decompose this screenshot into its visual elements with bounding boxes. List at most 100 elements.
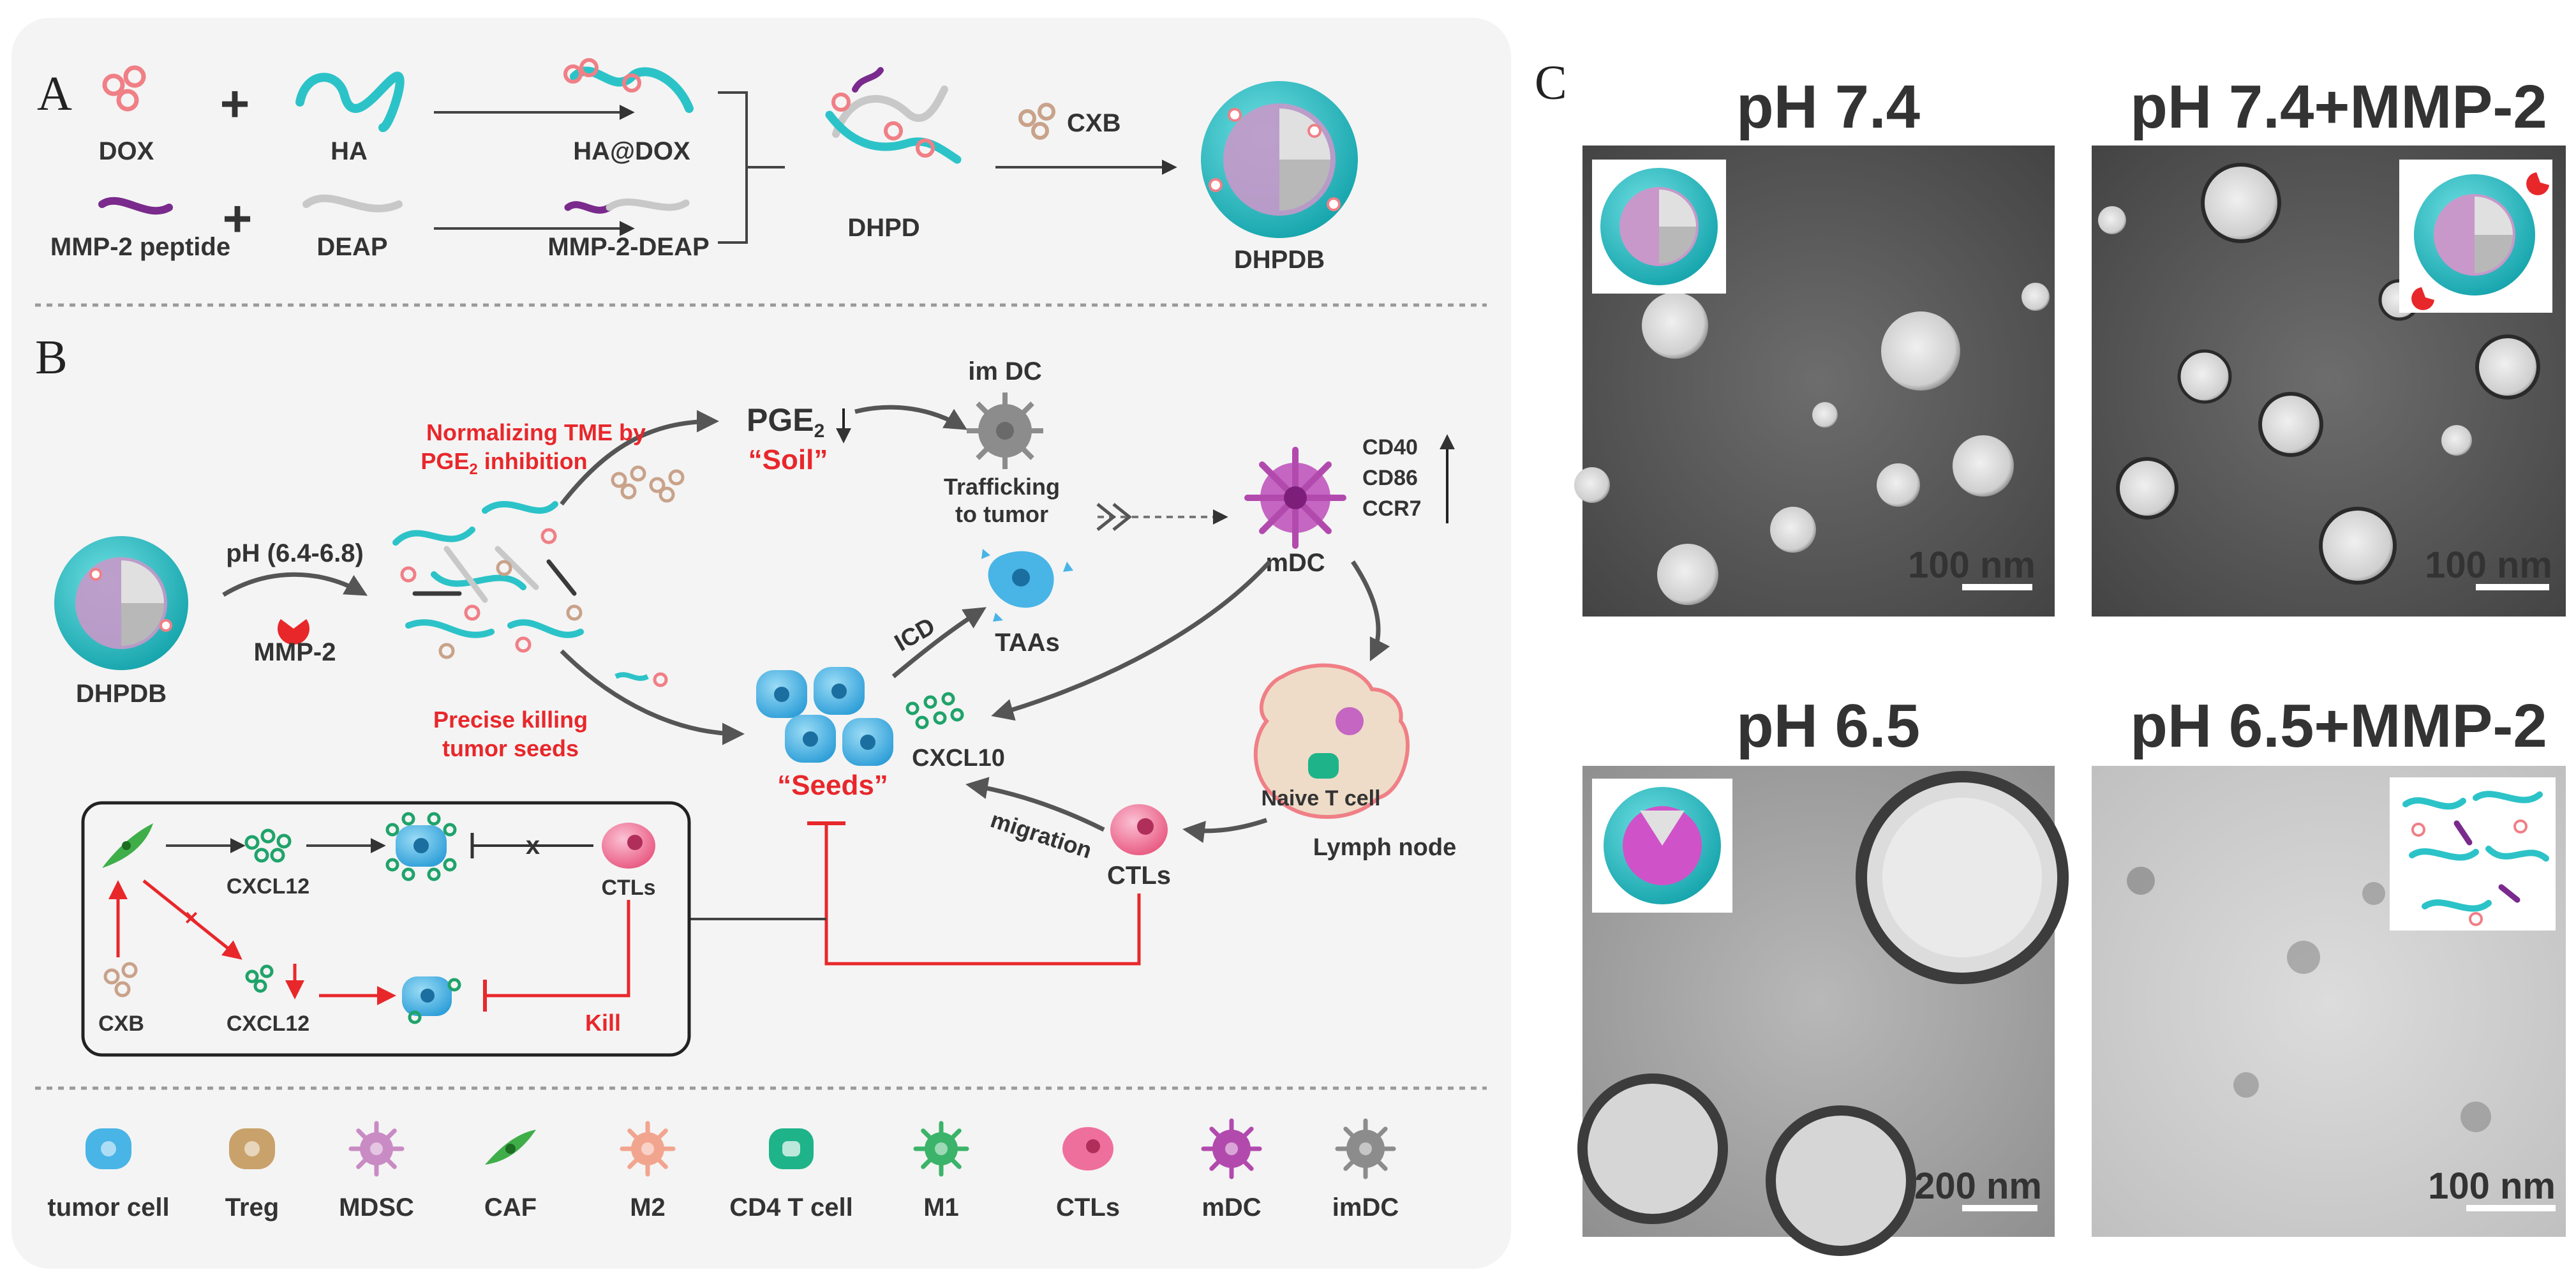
legend-item-3: CAF [484,1130,537,1222]
panel-b-letter: B [35,331,68,384]
dhpdb-b-label: DHPDB [76,680,167,708]
tumor-seeds-icon [756,667,893,766]
legend-item-1: Treg [225,1128,279,1222]
mdc-label: mDC [1265,549,1325,577]
ctls-box-icon [602,823,655,869]
mmp2-enzyme-icon [277,619,310,645]
mdc-icon [1201,1118,1262,1179]
scale-bar-2: 100 nm [2425,544,2552,586]
tem-title-4: pH 6.5+MMP-2 [2130,692,2547,760]
naive-t-label: Naive T cell [1261,786,1380,811]
pge2-label: PGE [747,402,814,438]
legend-item-8: mDC [1201,1118,1262,1222]
cxcl12-bottom-label: CXCL12 [227,1012,309,1036]
dox-icon [102,65,146,112]
kill-line [485,900,630,998]
tumor-cell-box-icon [402,976,461,1024]
cd4-t-cell-icon [769,1128,814,1169]
mdc-icon [1244,447,1346,549]
legend-item-0: tumor cell [47,1128,170,1222]
seeds-label: “Seeds” [777,770,888,801]
box-x-mark: x [526,832,540,860]
hadox-label: HA@DOX [573,137,690,165]
tem-image-1: 100 nm [1574,146,2055,617]
mechanism-box [81,801,691,1057]
tem-title-1: pH 7.4 [1736,73,1920,141]
trafficking-line1: Trafficking [944,474,1060,500]
ha-icon [295,71,405,132]
dhpdb-label: DHPDB [1234,246,1325,274]
cxb-box-icon [103,962,138,998]
arrow-mdc-to-seeds [991,560,1272,721]
dox-fragment-icon [653,672,668,687]
pge2-sub: 2 [814,421,825,442]
mmp2-deap-label: MMP-2-DEAP [547,233,709,261]
kill-label: Kill [585,1010,621,1036]
dox-label: DOX [99,137,154,165]
plus-sign-2: + [223,190,253,247]
cd40-label: CD40 [1362,435,1418,460]
arrow-to-seeds [560,649,745,745]
lymph-node-icon [1253,663,1410,819]
cxcl10-label: CXCL10 [912,745,1005,772]
legend-item-6: M1 [913,1121,969,1222]
disassembled-polymers-icon [392,501,584,659]
legend-label-9: imDC [1332,1193,1399,1222]
deap-icon [302,194,403,213]
cxb-icon [1018,103,1055,140]
panel-a-letter: A [37,67,72,121]
mmp2-b-label: MMP-2 [254,638,336,666]
tumor-cell-coated-icon [385,812,457,881]
mdsc-icon [348,1121,405,1177]
m2-icon [620,1121,676,1177]
normalizing-pge: PGE [421,448,469,474]
cxcl12-bottom-icon [245,964,274,993]
combine-bracket [718,91,785,244]
legend-item-2: MDSC [339,1121,414,1222]
ctls-icon [1110,804,1168,855]
red-x-mark: × [184,904,198,931]
scale-bar-4: 100 nm [2428,1165,2556,1207]
red-caf-to-cxcl12-arrow [142,879,242,960]
legend-label-7: CTLs [1056,1193,1120,1222]
plus-sign-1: + [220,75,250,132]
arrow-ph-release [222,572,368,597]
ha-label: HA [331,137,368,165]
mmp2-deap-icon [564,198,690,214]
panel-c: C pH 7.4 pH 7.4+MMP-2 pH 6.5 pH 6.5+MMP-… [1535,56,2566,1256]
legend-item-9: imDC [1332,1118,1399,1222]
legend-label-0: tumor cell [47,1193,169,1222]
deap-label: DEAP [316,233,387,261]
legend-item-5: CD4 T cell [729,1128,853,1222]
m1-icon [913,1121,969,1177]
left-panel-background [11,18,1511,1269]
legend-label-8: mDC [1202,1193,1261,1222]
trafficking-line2: to tumor [955,501,1048,527]
tem-image-2: 100 nm [2092,146,2566,617]
dhpdb-left-icon [54,536,188,670]
panel-b: B DHPDB pH (6.4-6.8) MMP-2 [35,331,1456,1057]
svg-text:PGE2: PGE2 [747,402,824,442]
im-dc-icon [967,393,1043,469]
taas-icon [981,549,1073,622]
legend-label-1: Treg [225,1193,279,1222]
cxb-b-icon [611,465,685,503]
cxcl12-top-label: CXCL12 [227,874,309,899]
soil-label: “Soil” [748,444,828,475]
legend-item-7: CTLs [1056,1127,1120,1222]
polymer-fragment-icon [614,672,649,681]
scale-bar-1: 100 nm [1908,544,2036,586]
inhibition-line-ctls [824,823,1141,966]
treg-icon [229,1128,275,1169]
legend-label-3: CAF [484,1193,537,1222]
normalizing-pge-sub: 2 [469,461,477,478]
mmp2-peptide-icon [98,197,173,215]
ph-range-label: pH (6.4-6.8) [226,539,364,567]
lymph-node-label: Lymph node [1313,834,1456,861]
ctls-label: CTLs [1107,862,1171,890]
cxb-box-label: CXB [98,1012,144,1036]
cxb-label: CXB [1067,109,1120,137]
im-dc-label: im DC [968,357,1042,385]
ccr7-label: CCR7 [1362,497,1422,521]
